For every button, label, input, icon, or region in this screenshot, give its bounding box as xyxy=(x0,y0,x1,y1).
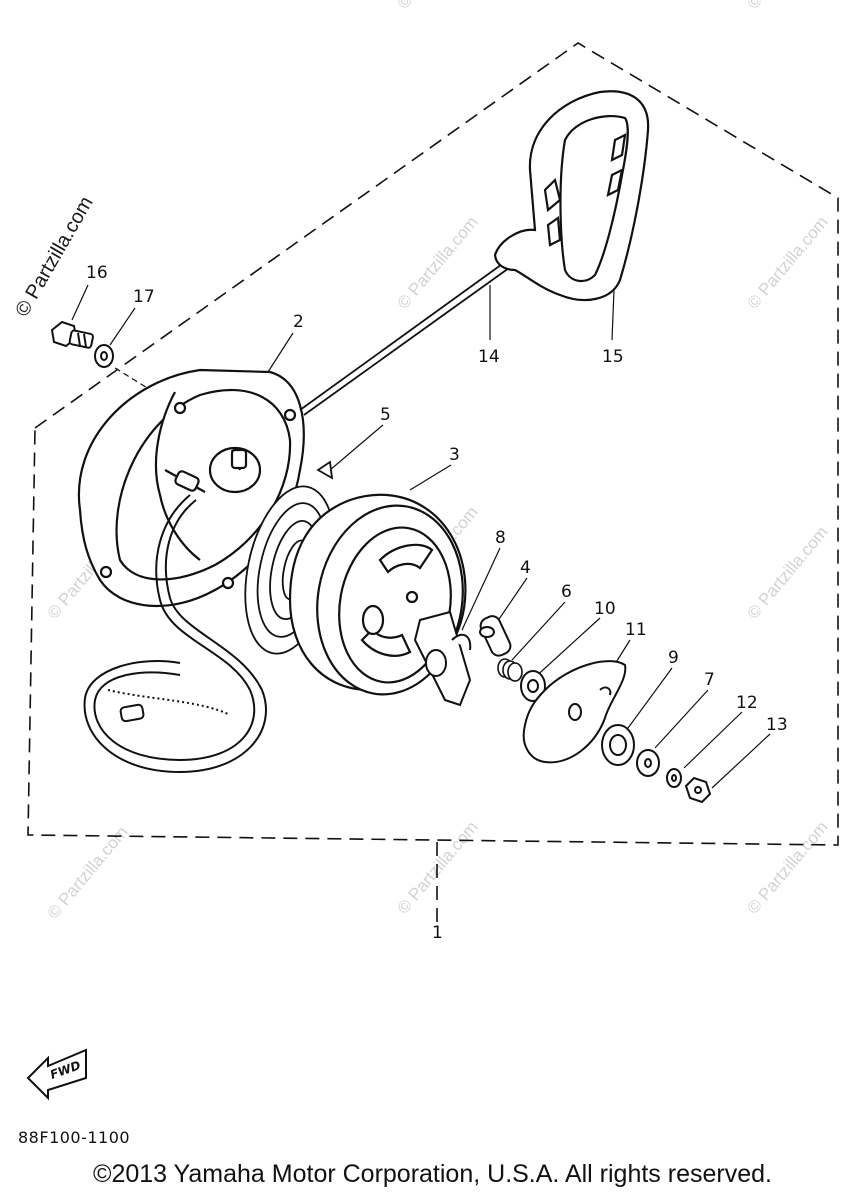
callout-15: 15 xyxy=(602,347,624,367)
callout-11: 11 xyxy=(625,620,647,640)
callout-1: 1 xyxy=(432,923,443,943)
callout-9: 9 xyxy=(668,648,679,668)
callout-13: 13 xyxy=(766,715,788,735)
callout-4: 4 xyxy=(520,558,531,578)
hose-loop xyxy=(83,494,267,774)
pin-part-4 xyxy=(479,615,512,657)
starter-rope-part-14 xyxy=(299,261,510,416)
callout-8: 8 xyxy=(495,528,506,548)
callout-16: 16 xyxy=(86,263,108,283)
callout-5: 5 xyxy=(380,405,391,425)
callout-2: 2 xyxy=(293,312,304,332)
washer-part-10 xyxy=(520,670,546,702)
bolt-part-16 xyxy=(50,320,94,349)
callout-6: 6 xyxy=(561,582,572,602)
starter-handle-part-15 xyxy=(493,90,650,302)
spring-part-6 xyxy=(497,658,523,682)
watermark: © Partzilla.com xyxy=(44,823,132,923)
watermark-side: © Partzilla.com xyxy=(11,193,97,321)
nut-part-13 xyxy=(684,776,712,804)
diagram-code: 88F100-1100 xyxy=(18,1128,131,1147)
washer-part-17 xyxy=(94,344,114,368)
watermark: © Partzilla.com xyxy=(394,0,482,13)
callout-7: 7 xyxy=(704,670,715,690)
callout-labels: 1 2 3 4 5 6 7 8 9 10 11 12 13 14 15 16 1… xyxy=(86,263,788,943)
washer-part-12 xyxy=(666,768,682,788)
copyright-notice: ©2013 Yamaha Motor Corporation, U.S.A. A… xyxy=(93,1160,772,1188)
watermark: © Partzilla.com xyxy=(744,523,832,623)
ratchet-pawl-part-8 xyxy=(413,610,472,707)
watermark: © Partzilla.com xyxy=(744,213,832,313)
fwd-arrow-icon: FWD xyxy=(26,1048,87,1101)
starter-housing-part-2 xyxy=(77,368,305,608)
callout-17: 17 xyxy=(133,287,155,307)
callout-12: 12 xyxy=(736,693,758,713)
assembly-boundary xyxy=(27,42,839,846)
leader-lines xyxy=(71,284,771,789)
callout-3: 3 xyxy=(449,445,460,465)
callout-10: 10 xyxy=(594,599,616,619)
callout-14: 14 xyxy=(478,347,500,367)
spacer-part-9 xyxy=(601,724,635,766)
guide-plate-part-11 xyxy=(522,660,627,764)
watermark: © Partzilla.com xyxy=(744,818,832,918)
watermark: © Partzilla.com xyxy=(744,0,832,13)
washer-part-7 xyxy=(636,749,660,777)
